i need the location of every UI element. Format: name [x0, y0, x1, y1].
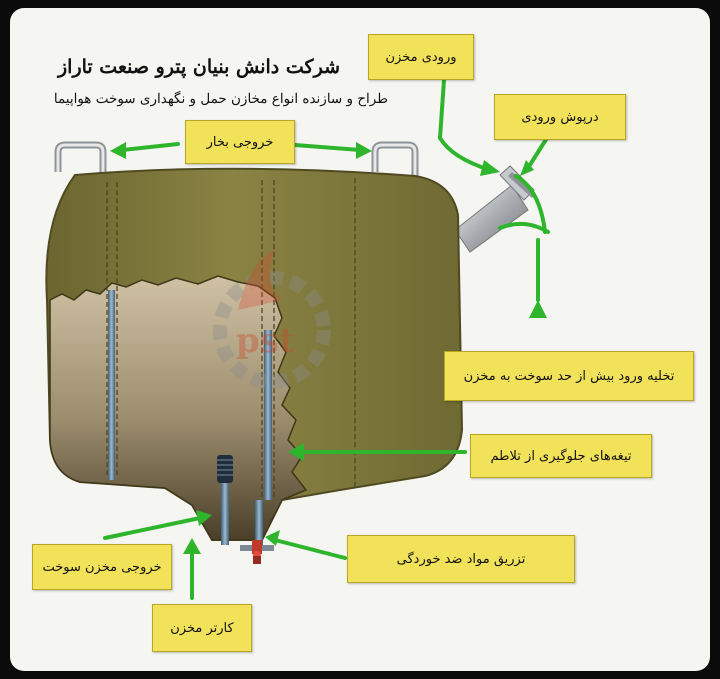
fuel-outlet-pipe — [217, 455, 233, 545]
label-vapor-outlet: خروجی بخار — [185, 120, 295, 164]
rod-middle — [264, 330, 272, 500]
page-subtitle: طراح و سازنده انواع مخازن حمل و نگهداری … — [53, 91, 388, 107]
label-sump: کارتر مخزن — [152, 604, 252, 652]
label-fuel-outlet: خروجی مخزن سوخت — [32, 544, 172, 590]
label-tank-inlet: ورودی مخزن — [368, 34, 474, 80]
label-baffles: تیغه‌های جلوگیری از تلاطم — [470, 434, 652, 478]
page-title: شرکت دانش بنیان پترو صنعت تاراز — [57, 56, 340, 78]
company-logo-watermark: pst — [213, 250, 331, 389]
anticorrosion-valve — [240, 500, 274, 564]
label-anticorrosion: تزریق مواد ضد خوردگی — [347, 535, 575, 583]
baffle-lines — [106, 178, 356, 498]
inlet-neck — [454, 165, 536, 253]
label-inlet-cap: درپوش ورودی — [494, 94, 626, 140]
arrow-heads — [110, 142, 547, 554]
label-overfill-drain: تخلیه ورود بیش از حد سوخت به مخزن — [444, 351, 694, 401]
vapor-pipe-right — [371, 141, 419, 176]
tank-diagram: pst — [45, 78, 554, 600]
vapor-pipe-left — [54, 141, 107, 172]
watermark-text: pst — [236, 321, 295, 361]
diagram-canvas: pst — [10, 8, 710, 671]
rod-left — [108, 290, 115, 480]
leader-arrows — [103, 78, 554, 600]
